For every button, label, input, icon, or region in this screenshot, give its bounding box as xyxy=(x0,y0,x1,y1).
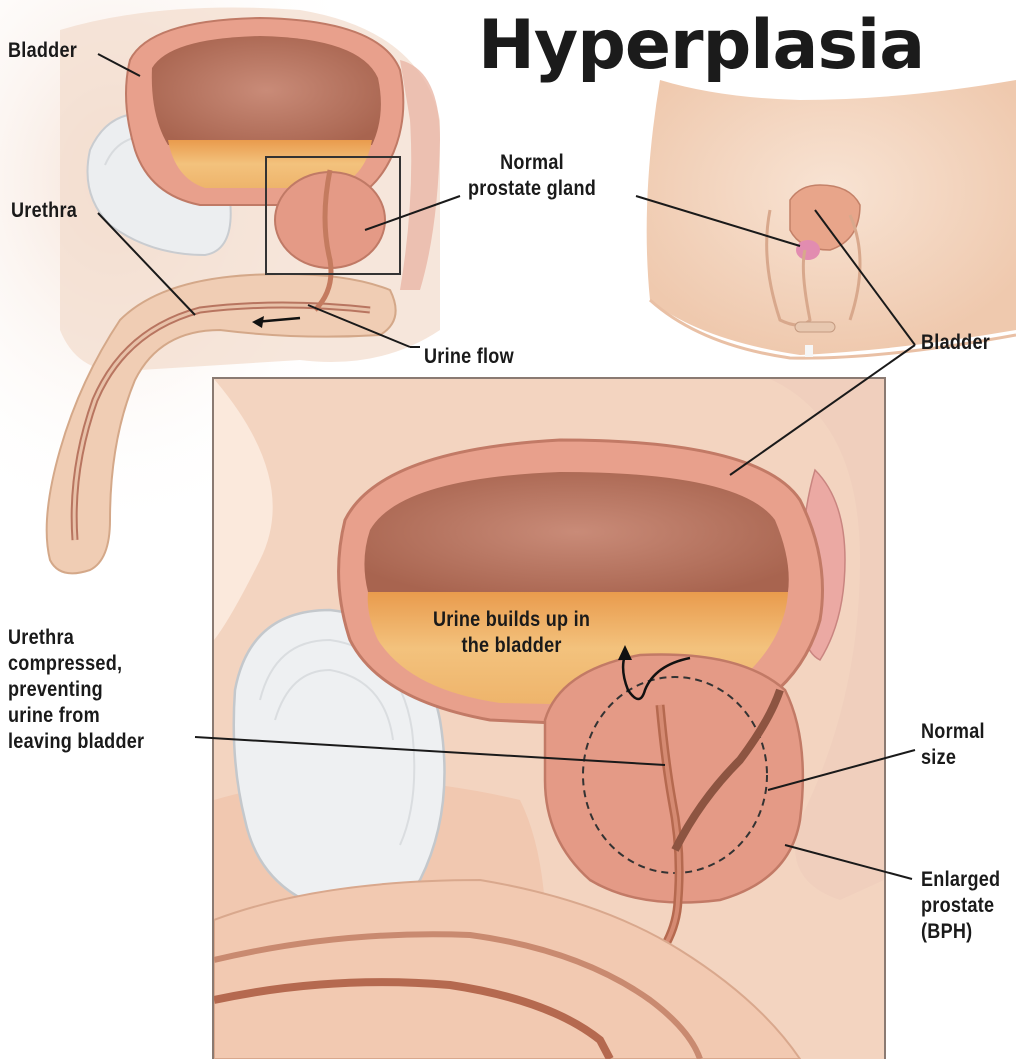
label-bladder-top: Bladder xyxy=(8,38,77,64)
diagram-title: Hyperplasia xyxy=(478,12,924,80)
label-urethra-compressed: Urethra compressed, preventing urine fro… xyxy=(8,625,144,755)
label-enlarged-prostate: Enlarged prostate (BPH) xyxy=(921,867,1000,945)
label-urine-builds-up: Urine builds up in the bladder xyxy=(433,607,590,659)
label-normal-size: Normal size xyxy=(921,719,985,771)
label-bladder-right: Bladder xyxy=(921,330,990,356)
label-urethra-top: Urethra xyxy=(11,198,77,224)
label-normal-prostate-gland: Normal prostate gland xyxy=(468,150,596,202)
torso-figure xyxy=(647,80,1016,358)
label-urine-flow: Urine flow xyxy=(424,344,514,370)
main-inset xyxy=(213,378,885,1059)
